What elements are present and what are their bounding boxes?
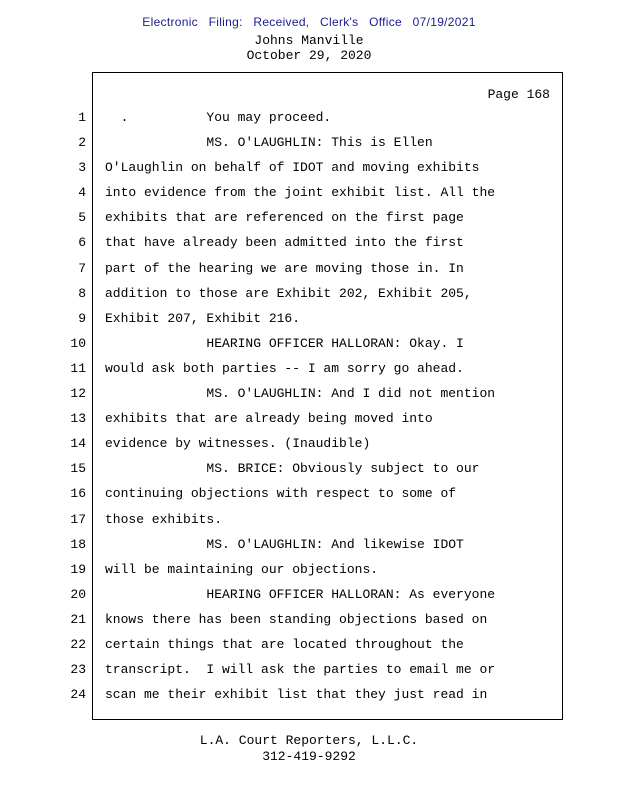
line-text: O'Laughlin on behalf of IDOT and moving … [105,160,480,176]
line-text: those exhibits. [105,511,223,527]
line-text: will be maintaining our objections. [105,561,379,577]
transcript-line: 20 HEARING OFFICER HALLORAN: As everyone [0,582,618,607]
line-text: MS. O'LAUGHLIN: And likewise IDOT [105,536,464,552]
line-text: evidence by witnesses. (Inaudible) [105,436,371,452]
line-number: 9 [78,310,86,326]
line-text: MS. O'LAUGHLIN: And I did not mention [105,386,496,402]
line-text: knows there has been standing objections… [105,611,488,627]
transcript-line: 17 those exhibits. [0,507,618,532]
line-text: that have already been admitted into the… [105,235,464,251]
line-number: 7 [78,260,86,276]
line-text: HEARING OFFICER HALLORAN: Okay. I [105,335,464,351]
transcript-line: 11 would ask both parties -- I am sorry … [0,356,618,381]
line-text: addition to those are Exhibit 202, Exhib… [105,285,472,301]
line-number: 18 [70,536,86,552]
line-text: exhibits that are referenced on the firs… [105,210,464,226]
transcript-line: 10 HEARING OFFICER HALLORAN: Okay. I [0,331,618,356]
transcript-line: 8 addition to those are Exhibit 202, Exh… [0,281,618,306]
line-number: 22 [70,636,86,652]
transcript-line: 19 will be maintaining our objections. [0,557,618,582]
line-number: 15 [70,461,86,477]
transcript-line: 7 part of the hearing we are moving thos… [0,256,618,281]
transcript-line: 16 continuing objections with respect to… [0,481,618,506]
line-text: . You may proceed. [105,110,332,125]
transcript-line: 12 MS. O'LAUGHLIN: And I did not mention [0,381,618,406]
transcript-line: 3 O'Laughlin on behalf of IDOT and movin… [0,155,618,180]
line-text: certain things that are located througho… [105,636,464,652]
line-number: 1 [78,110,86,125]
transcript-line: 4 into evidence from the joint exhibit l… [0,180,618,205]
line-number: 23 [70,662,86,678]
transcript-lines: 1 . You may proceed. 2 MS. O'LAUGHLIN: T… [0,105,618,707]
line-number: 21 [70,611,86,627]
transcript-line: 5 exhibits that are referenced on the fi… [0,205,618,230]
line-number: 8 [78,285,86,301]
line-number: 3 [78,160,86,176]
reporter-phone: 312-419-9292 [262,749,356,764]
transcript-line: 18 MS. O'LAUGHLIN: And likewise IDOT [0,532,618,557]
transcript-line: 24 scan me their exhibit list that they … [0,682,618,707]
transcript-line: 9 Exhibit 207, Exhibit 216. [0,306,618,331]
line-text: would ask both parties -- I am sorry go … [105,360,464,376]
line-number: 12 [70,386,86,402]
transcript-frame: Page 168 [92,72,563,720]
line-number: 20 [70,586,86,602]
reporter-company: L.A. Court Reporters, L.L.C. [199,733,419,748]
line-number: 6 [78,235,86,251]
line-number: 19 [70,561,86,577]
line-text: HEARING OFFICER HALLORAN: As everyone [105,586,496,602]
case-title: Johns Manville [254,33,364,48]
line-number: 4 [78,185,86,201]
line-number: 2 [78,135,86,151]
line-text: scan me their exhibit list that they jus… [105,687,488,703]
filing-stamp: Electronic Filing: Received, Clerk's Off… [142,15,476,29]
line-text: MS. O'LAUGHLIN: This is Ellen [105,135,433,151]
line-text: MS. BRICE: Obviously subject to our [105,461,480,477]
line-number: 16 [70,486,86,502]
line-number: 11 [70,360,86,376]
transcript-line: 22 certain things that are located throu… [0,632,618,657]
line-text: continuing objections with respect to so… [105,486,457,502]
line-text: Exhibit 207, Exhibit 216. [105,310,301,326]
transcript-line: 21 knows there has been standing objecti… [0,607,618,632]
hearing-date: October 29, 2020 [246,48,372,63]
line-number: 10 [70,335,86,351]
line-number: 24 [70,687,86,703]
page-number-label: Page 168 [487,87,550,102]
transcript-line: 14 evidence by witnesses. (Inaudible) [0,431,618,456]
transcript-line: 15 MS. BRICE: Obviously subject to our [0,456,618,481]
transcript-line: 23 transcript. I will ask the parties to… [0,657,618,682]
transcript-line: 13 exhibits that are already being moved… [0,406,618,431]
line-number: 13 [70,411,86,427]
line-number: 17 [70,511,86,527]
line-text: transcript. I will ask the parties to em… [105,662,496,678]
transcript-line: 6 that have already been admitted into t… [0,230,618,255]
transcript-line: 1 . You may proceed. [0,105,618,130]
line-text: part of the hearing we are moving those … [105,260,464,276]
line-text: into evidence from the joint exhibit lis… [105,185,496,201]
transcript-line: 2 MS. O'LAUGHLIN: This is Ellen [0,130,618,155]
line-text: exhibits that are already being moved in… [105,411,433,427]
line-number: 5 [78,210,86,226]
line-number: 14 [70,436,86,452]
